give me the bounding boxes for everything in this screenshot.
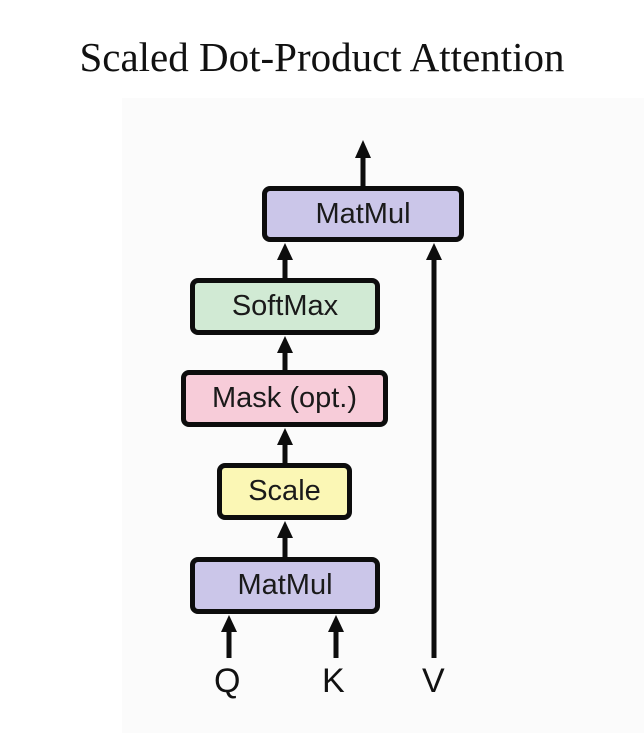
arrowhead-matmul-bottom xyxy=(277,521,293,538)
diagram-title: Scaled Dot-Product Attention xyxy=(79,34,565,80)
arrowhead-k xyxy=(328,615,344,632)
arrowhead-v xyxy=(426,243,442,260)
scale-block: Scale xyxy=(217,463,352,520)
input-label-v: V xyxy=(422,662,445,700)
mask-block: Mask (opt.) xyxy=(181,370,388,427)
input-label-q: Q xyxy=(214,662,241,700)
matmul-top-block: MatMul xyxy=(262,186,464,242)
input-label-k: K xyxy=(322,662,345,700)
arrowhead-mask xyxy=(277,336,293,353)
arrowhead-scale xyxy=(277,428,293,445)
arrowhead-output xyxy=(355,140,371,158)
arrowhead-q xyxy=(221,615,237,632)
matmul-bottom-block: MatMul xyxy=(190,557,380,614)
softmax-block: SoftMax xyxy=(190,278,380,335)
arrowhead-softmax xyxy=(277,243,293,260)
